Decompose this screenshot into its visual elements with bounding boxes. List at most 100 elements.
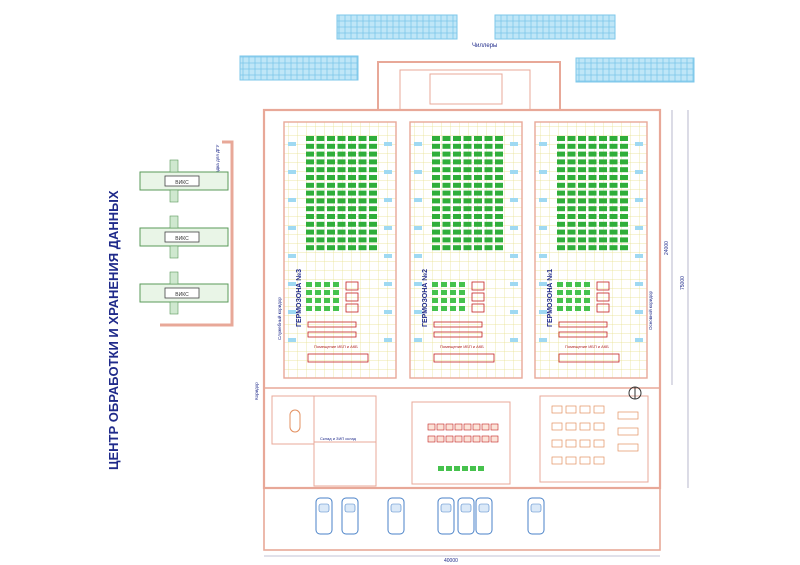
cooling-unit — [288, 254, 296, 258]
server-rack — [450, 298, 456, 303]
server-rack — [474, 151, 482, 157]
server-rack — [495, 190, 503, 196]
server-rack — [484, 143, 493, 149]
car-body — [457, 497, 475, 535]
server-rack — [358, 245, 367, 251]
server-rack — [432, 214, 440, 219]
container-support — [169, 215, 179, 229]
generator-container: ВИКС — [139, 271, 229, 315]
cooling-unit — [414, 254, 422, 258]
server-rack — [557, 282, 563, 287]
server-rack — [609, 190, 618, 196]
office-desk — [565, 422, 577, 431]
server-rack — [599, 214, 607, 219]
server-rack — [348, 143, 356, 149]
storage-cabinet — [445, 435, 454, 443]
server-rack — [432, 175, 440, 180]
server-rack — [453, 182, 461, 188]
server-rack — [463, 221, 472, 227]
office-desk — [593, 405, 605, 414]
server-rack — [316, 237, 325, 243]
server-rack — [453, 214, 461, 219]
cooling-unit — [384, 142, 392, 146]
server-rack — [609, 221, 618, 227]
server-rack — [441, 290, 447, 295]
server-rack — [599, 151, 607, 157]
cooling-unit — [510, 338, 518, 342]
meeting-table — [289, 409, 301, 433]
cooling-unit — [384, 310, 392, 314]
server-rack — [599, 198, 607, 204]
server-rack — [578, 182, 586, 188]
height-dimension: 75000 — [680, 276, 686, 290]
cooling-unit — [384, 282, 392, 286]
server-rack — [557, 151, 565, 157]
ups-room-label: Помещение ИБП и АКБ — [565, 344, 609, 349]
server-rack — [306, 290, 312, 295]
electrical-cabinet — [307, 331, 357, 338]
electrical-cabinet — [433, 321, 483, 328]
electrical-cabinet — [433, 331, 483, 338]
server-rack — [463, 245, 472, 251]
server-rack — [474, 214, 482, 219]
server-rack — [432, 245, 440, 251]
server-rack — [327, 151, 335, 157]
server-rack — [567, 237, 576, 243]
cooling-unit — [414, 338, 422, 342]
electrical-cabinet — [471, 292, 485, 302]
server-rack — [441, 306, 447, 311]
server-rack — [484, 245, 493, 251]
server-rack — [484, 221, 493, 227]
server-rack — [316, 182, 325, 188]
server-rack — [609, 136, 618, 141]
server-rack — [348, 214, 356, 219]
server-rack — [337, 245, 346, 251]
server-rack — [484, 136, 493, 141]
office-desk — [565, 439, 577, 448]
server-rack — [584, 306, 590, 311]
server-rack — [348, 190, 356, 196]
cooling-unit — [539, 226, 547, 230]
cooling-unit — [510, 198, 518, 202]
server-rack — [495, 136, 503, 141]
server-rack — [369, 175, 377, 180]
server-rack — [316, 136, 325, 141]
server-rack — [588, 151, 597, 157]
generator-container: ВИКС — [139, 215, 229, 259]
chiller-block-3 — [239, 55, 359, 81]
service-corridor-label: Служебный коридор — [276, 297, 282, 340]
server-rack — [348, 237, 356, 243]
server-rack — [567, 136, 576, 141]
cooling-unit — [539, 310, 547, 314]
cooling-unit — [510, 226, 518, 230]
server-rack — [327, 221, 335, 227]
server-rack — [442, 136, 451, 141]
server-rack — [495, 237, 503, 243]
server-rack — [316, 159, 325, 165]
storage-cabinet — [427, 423, 436, 431]
storage-cabinet — [490, 435, 499, 443]
server-rack — [442, 182, 451, 188]
storage-cabinet — [472, 435, 481, 443]
server-rack — [474, 206, 482, 212]
server-rack — [316, 214, 325, 219]
server-rack — [306, 190, 314, 196]
server-rack — [588, 143, 597, 149]
container-door — [164, 287, 200, 299]
cooling-unit — [414, 282, 422, 286]
server-rack — [567, 151, 576, 157]
server-rack — [567, 214, 576, 219]
server-rack — [306, 175, 314, 180]
container-label: ВИКС — [175, 236, 189, 242]
server-rack — [358, 175, 367, 180]
storage-cabinet — [436, 423, 445, 431]
storage-cabinet — [436, 435, 445, 443]
server-rack — [463, 143, 472, 149]
server-rack — [327, 159, 335, 165]
server-rack — [337, 206, 346, 212]
server-rack — [432, 290, 438, 295]
server-rack — [441, 298, 447, 303]
container-door — [164, 175, 200, 187]
cooling-unit — [510, 310, 518, 314]
electrical-cabinet — [471, 303, 485, 313]
